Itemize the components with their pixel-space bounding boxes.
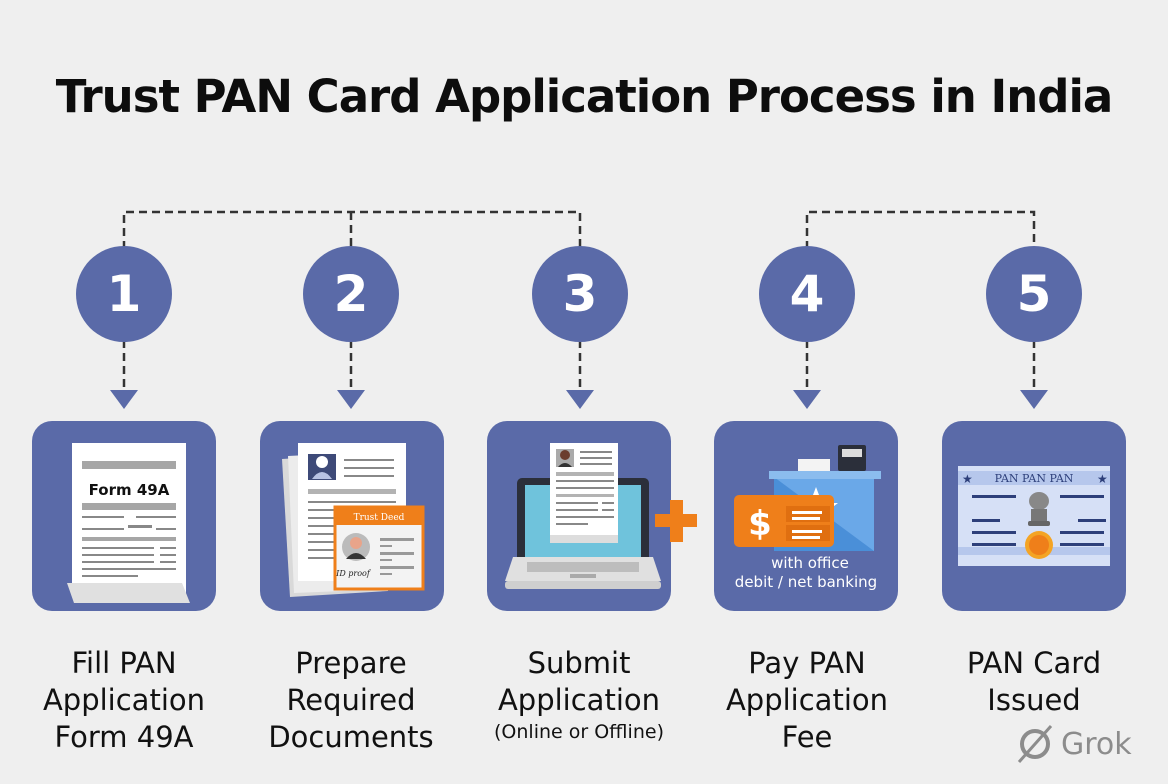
arrow-head-3 [566,390,594,409]
grok-text: Grok [1061,726,1132,762]
payment-banking-text: debit / net banking [735,573,877,591]
step-number-2: 2 [303,246,399,342]
id-proof-text: ID proof [335,569,372,578]
step-1-label: Fill PAN Application Form 49A [14,645,234,756]
step-3-sub-label: (Online or Offline) [494,721,664,743]
step-2-label-line: Documents [268,720,434,754]
card-header-text: PAN PAN PAN [995,472,1074,485]
step-number-4: 4 [759,246,855,342]
pan-card-icon: ★ ★ PAN PAN PAN [958,466,1110,566]
step-4-label: Pay PAN Application Fee [697,645,917,756]
plus-icon [655,500,697,542]
step-3-label-line: Application [497,683,661,717]
laptop-submit-icon [505,443,697,589]
step-5-label-line: PAN Card [966,646,1102,680]
star-icon: ★ [962,472,973,486]
step-3-icon-box [487,421,697,611]
grok-logo-icon [1017,725,1053,763]
arrow-head-5 [1020,390,1048,409]
id-card-header-text: Trust Deed [354,513,405,523]
step-number-1: 1 [76,246,172,342]
connector-group-4-5 [805,210,1036,262]
step-2-icon-box: Trust Deed ID proof [260,421,444,611]
step-4-label-line: Pay PAN [748,646,866,680]
arrow-head-1 [110,390,138,409]
step-4-label-line: Fee [781,720,833,754]
step-number-5: 5 [986,246,1082,342]
step-5-label-line: Issued [987,683,1081,717]
star-icon: ★ [1097,472,1108,486]
emblem-icon [1028,492,1050,526]
step-1-icon-box: Form 49A [32,421,216,611]
form-title-text: Form 49A [89,481,170,499]
seal-icon [1025,531,1053,559]
step-1-label-line: Application [42,683,206,717]
documents-id-proof-icon: Trust Deed ID proof [282,443,425,597]
step-2-label-line: Prepare [295,646,407,680]
step-2-label: Prepare Required Documents [241,645,461,756]
payment-office-text: with office [771,554,849,572]
form-document-icon: Form 49A [67,443,190,603]
dollar-sign-text: $ [748,504,772,544]
step-5-icon-box: ★ ★ PAN PAN PAN [942,421,1126,611]
step-3-label-line: Submit [527,646,631,680]
step-2-label-line: Required [286,683,416,717]
payment-counter-icon: $ with office debit / net banking [734,445,881,591]
grok-watermark: Grok [1015,722,1132,766]
step-3-label: Submit Application (Online or Offline) [469,645,689,745]
step-1-label-line: Fill PAN [71,646,177,680]
step-4-label-line: Application [725,683,889,717]
step-number-3: 3 [532,246,628,342]
step-1-label-line: Form 49A [54,720,194,754]
page-title: Trust PAN Card Application Process in In… [55,70,1114,123]
step-5-label: PAN Card Issued [924,645,1144,719]
arrow-head-4 [793,390,821,409]
arrow-head-2 [337,390,365,409]
step-4-icon-box: $ with office debit / net banking [714,421,898,611]
